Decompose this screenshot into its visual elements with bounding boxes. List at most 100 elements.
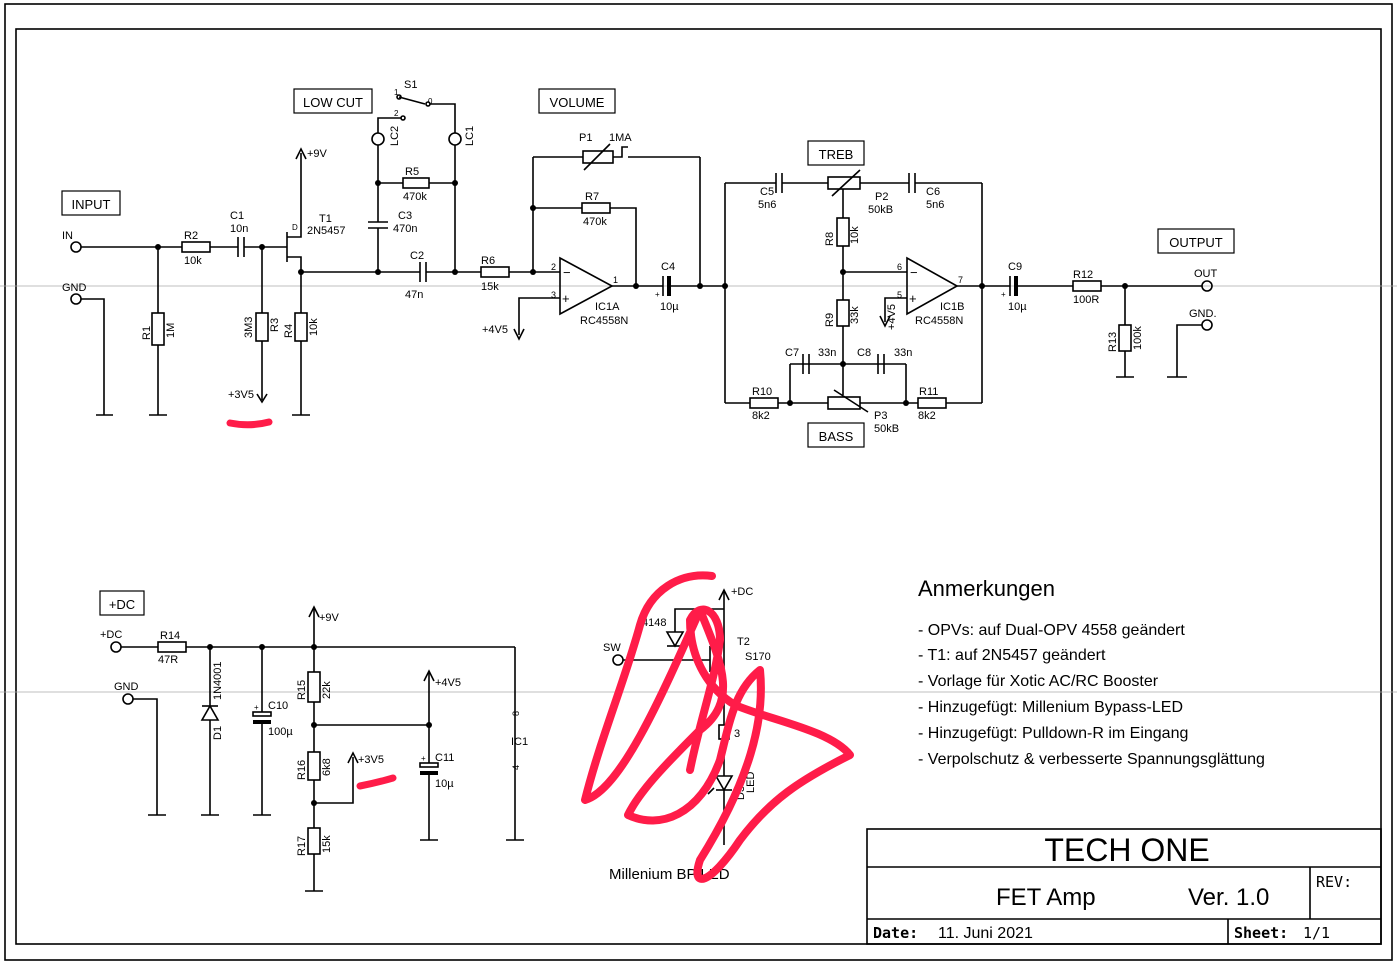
svg-text:R12: R12 <box>1073 269 1093 281</box>
svg-text:C2: C2 <box>410 250 424 262</box>
svg-text:5n6: 5n6 <box>926 199 944 211</box>
svg-text:+: + <box>254 703 259 712</box>
t1-name: T1 <box>319 213 332 225</box>
svg-text:33n: 33n <box>894 347 912 359</box>
svg-text:S170: S170 <box>745 651 771 663</box>
svg-text:−: − <box>563 265 571 280</box>
s1-name: S1 <box>404 79 417 91</box>
resistor-r4 <box>294 312 308 342</box>
svg-text:5: 5 <box>897 290 902 300</box>
svg-text:7: 7 <box>958 275 963 285</box>
inner-frame <box>15 28 1382 945</box>
r3-name: R3 <box>269 318 281 332</box>
port-out-label: OUT <box>1194 268 1218 280</box>
svg-text:8: 8 <box>511 711 521 716</box>
resistor-r1 <box>151 312 165 346</box>
resistor-r16 <box>307 751 321 781</box>
rail-9v-label: +9V <box>307 148 328 160</box>
volume-section: VOLUME R6 15k − + 2 3 1 +4V5 IC1A RC4558… <box>480 88 725 341</box>
volume-label: VOLUME <box>550 95 605 110</box>
svg-text:15k: 15k <box>321 835 333 853</box>
low-cut-terminal-lc1 <box>448 132 462 146</box>
r4-name: R4 <box>283 324 295 338</box>
resistor-r5 <box>402 177 430 189</box>
svg-text:100R: 100R <box>1073 294 1099 306</box>
treb-label: TREB <box>819 147 854 162</box>
svg-text:R8: R8 <box>824 232 836 246</box>
resistor-r15 <box>307 671 321 703</box>
resistor-r3 <box>255 312 269 342</box>
svg-text:GND: GND <box>114 681 139 693</box>
notes-title: Anmerkungen <box>918 576 1055 601</box>
dc-label: +DC <box>109 597 135 612</box>
resistor-r7 <box>581 202 611 214</box>
note-item: - Verpolschutz & verbesserte Spannungsgl… <box>918 751 1265 768</box>
svg-text:4148: 4148 <box>642 617 666 629</box>
svg-text:47R: 47R <box>158 654 178 666</box>
capacitor-c10 <box>252 711 272 717</box>
svg-text:15k: 15k <box>481 281 499 293</box>
resistor-r9 <box>836 299 850 327</box>
dc-gnd-terminal <box>122 693 134 705</box>
svg-text:C4: C4 <box>661 261 675 273</box>
switch-s1 <box>398 96 426 105</box>
r1-value: 1M <box>165 323 177 338</box>
potentiometer-p2 <box>827 176 861 190</box>
svg-text:33n: 33n <box>818 347 836 359</box>
svg-text:R16: R16 <box>296 760 308 780</box>
svg-text:LC1: LC1 <box>464 126 476 146</box>
svg-text:IC1A: IC1A <box>595 301 620 313</box>
rail-3v5-label: +3V5 <box>228 389 254 401</box>
low-cut-label: LOW CUT <box>303 95 363 110</box>
t1-value: 2N5457 <box>307 225 346 237</box>
svg-text:C11: C11 <box>435 752 454 764</box>
tone-section: TREB C5 5n6 P2 50kB C6 5n6 R8 10k R9 33k… <box>722 140 1010 448</box>
svg-text:R10: R10 <box>752 386 772 398</box>
svg-text:4: 4 <box>511 765 521 770</box>
r1-name: R1 <box>141 326 153 340</box>
title-block: TECH ONE FET Amp Ver. 1.0 REV: Date: 11.… <box>866 828 1382 945</box>
output-gnd-terminal <box>1201 319 1213 331</box>
input-label-box <box>61 190 121 216</box>
resistor-r12 <box>1072 280 1102 292</box>
red-annotation <box>226 418 854 883</box>
svg-text:10k: 10k <box>849 226 861 244</box>
diode-d2 <box>665 631 685 648</box>
output-label: OUTPUT <box>1169 235 1223 250</box>
svg-text:1: 1 <box>613 275 618 285</box>
svg-text:+: + <box>655 290 660 299</box>
opamp-ic1b <box>906 256 959 316</box>
svg-text:R7: R7 <box>585 191 599 203</box>
c1-value: 10n <box>230 223 248 235</box>
resistor-r13 <box>1118 324 1132 352</box>
r2-value: 10k <box>184 255 202 267</box>
svg-text:IC1: IC1 <box>511 736 528 748</box>
resistor-r17 <box>307 827 321 855</box>
date-label: Date: <box>873 924 918 942</box>
svg-text:8k2: 8k2 <box>752 410 770 422</box>
svg-text:470k: 470k <box>583 216 607 228</box>
input-jack-terminal <box>70 241 82 253</box>
svg-text:+DC: +DC <box>100 629 122 641</box>
outer-frame <box>4 3 1393 961</box>
svg-text:2: 2 <box>394 109 399 118</box>
svg-text:T2: T2 <box>737 636 750 648</box>
svg-text:+: + <box>1001 290 1006 299</box>
svg-text:33k: 33k <box>849 306 861 324</box>
svg-text:3: 3 <box>734 728 740 740</box>
gnd-terminal <box>70 293 82 305</box>
svg-text:C5: C5 <box>760 186 774 198</box>
sheet-label: Sheet: <box>1234 924 1288 942</box>
svg-text:8k2: 8k2 <box>918 410 936 422</box>
note-item: - T1: auf 2N5457 geändert <box>918 647 1106 664</box>
svg-text:+: + <box>562 291 570 306</box>
svg-text:1N4001: 1N4001 <box>212 661 224 700</box>
note-item: - Hinzugefügt: Pulldown-R im Eingang <box>918 725 1188 742</box>
svg-text:LED: LED <box>745 772 757 793</box>
svg-text:2: 2 <box>551 262 556 272</box>
output-section: + C9 10µ R12 100R R13 100k OUTPUT OUT GN… <box>1001 228 1235 378</box>
svg-text:P1: P1 <box>579 132 592 144</box>
svg-text:RC4558N: RC4558N <box>915 315 963 327</box>
project-name: FET Amp <box>996 884 1096 911</box>
svg-text:100k: 100k <box>1132 326 1144 350</box>
